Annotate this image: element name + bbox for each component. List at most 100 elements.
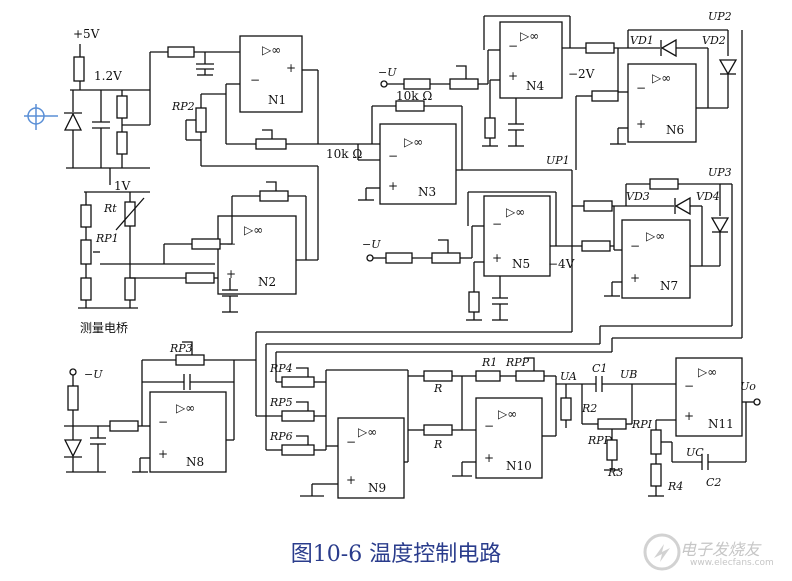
rp3-potentiometer <box>175 354 205 366</box>
minus2v-label: −2V <box>568 67 595 81</box>
divider-resistor-top <box>116 95 128 119</box>
n8-input-resistor <box>109 420 139 432</box>
n7-input-resistor-b <box>581 240 611 252</box>
svg-text:+: + <box>158 447 168 461</box>
ua-label: UA <box>560 370 577 383</box>
svg-text:−: − <box>492 217 502 231</box>
n4-plus-resistor <box>484 117 496 139</box>
rpi-potentiometer <box>650 429 662 455</box>
n2-plus-resistor <box>185 272 215 284</box>
svg-text:−: − <box>388 149 398 163</box>
svg-text:▷∞: ▷∞ <box>646 229 665 243</box>
opamp-n1: ▷∞ − + N1 <box>239 35 303 113</box>
n4-offset-pot <box>449 78 479 90</box>
vd4-diode <box>710 217 730 234</box>
c2-label: C2 <box>706 476 721 489</box>
n7-feedback-resistor <box>649 178 679 190</box>
rp2-label: RP2 <box>171 100 195 113</box>
r10k-top-label: 10k Ω <box>396 89 432 103</box>
bridge-resistor-top-left <box>80 204 92 228</box>
r-resistor-b <box>423 424 453 436</box>
n8-supply-resistor <box>67 385 79 411</box>
n5-offset-pot <box>431 252 461 264</box>
svg-text:+: + <box>286 61 296 75</box>
rpd-potentiometer <box>597 418 627 430</box>
rp1-left-label: RP1 <box>95 232 119 245</box>
minus4v-label: −4V <box>548 257 575 271</box>
n9-label: N9 <box>368 481 386 495</box>
svg-text:−: − <box>158 415 168 429</box>
crosshair-cursor-icon <box>24 104 58 130</box>
svg-text:▷∞: ▷∞ <box>652 71 671 85</box>
r-resistor-a <box>423 370 453 382</box>
bridge-resistor-bot-left <box>80 277 92 301</box>
svg-text:+: + <box>226 267 236 281</box>
svg-text:+: + <box>492 251 502 265</box>
n4-input-resistor <box>403 78 431 90</box>
n5-label: N5 <box>512 257 530 271</box>
r2-label: R2 <box>581 402 597 415</box>
vd4-label: VD4 <box>696 190 720 203</box>
svg-text:+: + <box>636 117 646 131</box>
r3-resistor <box>606 439 618 461</box>
svg-text:▷∞: ▷∞ <box>358 425 377 439</box>
vd3-label: VD3 <box>626 190 650 203</box>
v1-label: 1V <box>114 179 131 193</box>
c1-label: C1 <box>592 362 607 375</box>
n11-label: N11 <box>708 417 734 431</box>
divider-resistor-bot <box>116 131 128 155</box>
n1-gain-pot <box>255 138 287 150</box>
n3-label: N3 <box>418 185 436 199</box>
n2-feedback-pot <box>259 190 289 202</box>
n7-input-resistor-a <box>583 200 613 212</box>
r4-resistor <box>650 463 662 487</box>
vd3-diode <box>674 196 691 216</box>
svg-text:+: + <box>484 451 494 465</box>
svg-text:▷∞: ▷∞ <box>404 135 423 149</box>
vd1-diode <box>660 38 677 58</box>
n6-input-resistor-a <box>585 42 615 54</box>
svg-text:▷∞: ▷∞ <box>498 407 517 421</box>
vd2-diode <box>718 59 738 76</box>
power-supply-section: +5V 1.2V <box>63 27 168 169</box>
svg-text:+: + <box>388 179 398 193</box>
svg-text:−: − <box>636 81 646 95</box>
uc-label: UC <box>686 446 704 459</box>
watermark-url: www.elecfans.com <box>690 558 774 568</box>
r3-label: R3 <box>607 466 623 479</box>
r1-resistor <box>475 370 501 382</box>
vd2-label: VD2 <box>702 34 726 47</box>
r-b-label: R <box>433 438 442 451</box>
n5-plus-resistor <box>468 291 480 313</box>
svg-text:−: − <box>508 39 518 53</box>
n5-input-resistor <box>385 252 413 264</box>
rt-label: Rt <box>103 202 117 215</box>
svg-text:▷∞: ▷∞ <box>262 43 281 57</box>
rp6-label: RP6 <box>269 430 293 443</box>
minus-u-mid-label: −U <box>362 238 381 251</box>
zener-diode <box>63 112 83 131</box>
svg-text:+: + <box>684 409 694 423</box>
rpp-label: RPP <box>505 356 530 369</box>
n7-label: N7 <box>660 279 678 293</box>
opamp-n5: ▷∞ − + N5 <box>483 195 551 277</box>
uo-label: Uo <box>740 380 756 393</box>
opamp-n10: ▷∞ − + N10 <box>475 397 543 479</box>
rp4-label: RP4 <box>269 362 293 375</box>
svg-text:−: − <box>250 73 260 87</box>
svg-text:+: + <box>508 69 518 83</box>
svg-text:▷∞: ▷∞ <box>176 401 195 415</box>
r2-left-resistor <box>560 397 572 421</box>
rp5-label: RP5 <box>269 396 293 409</box>
minus-u-bot-label: −U <box>84 368 103 381</box>
plus5v-label: +5V <box>73 27 100 41</box>
svg-text:+: + <box>630 271 640 285</box>
opamp-n11: ▷∞ − + N11 <box>675 357 743 437</box>
ub-label: UB <box>620 368 637 381</box>
bridge-label: 测量电桥 <box>80 321 128 335</box>
r-a-label: R <box>433 382 442 395</box>
vd1-label: VD1 <box>630 34 654 47</box>
rp2-potentiometer <box>195 107 207 133</box>
svg-text:−: − <box>630 239 640 253</box>
